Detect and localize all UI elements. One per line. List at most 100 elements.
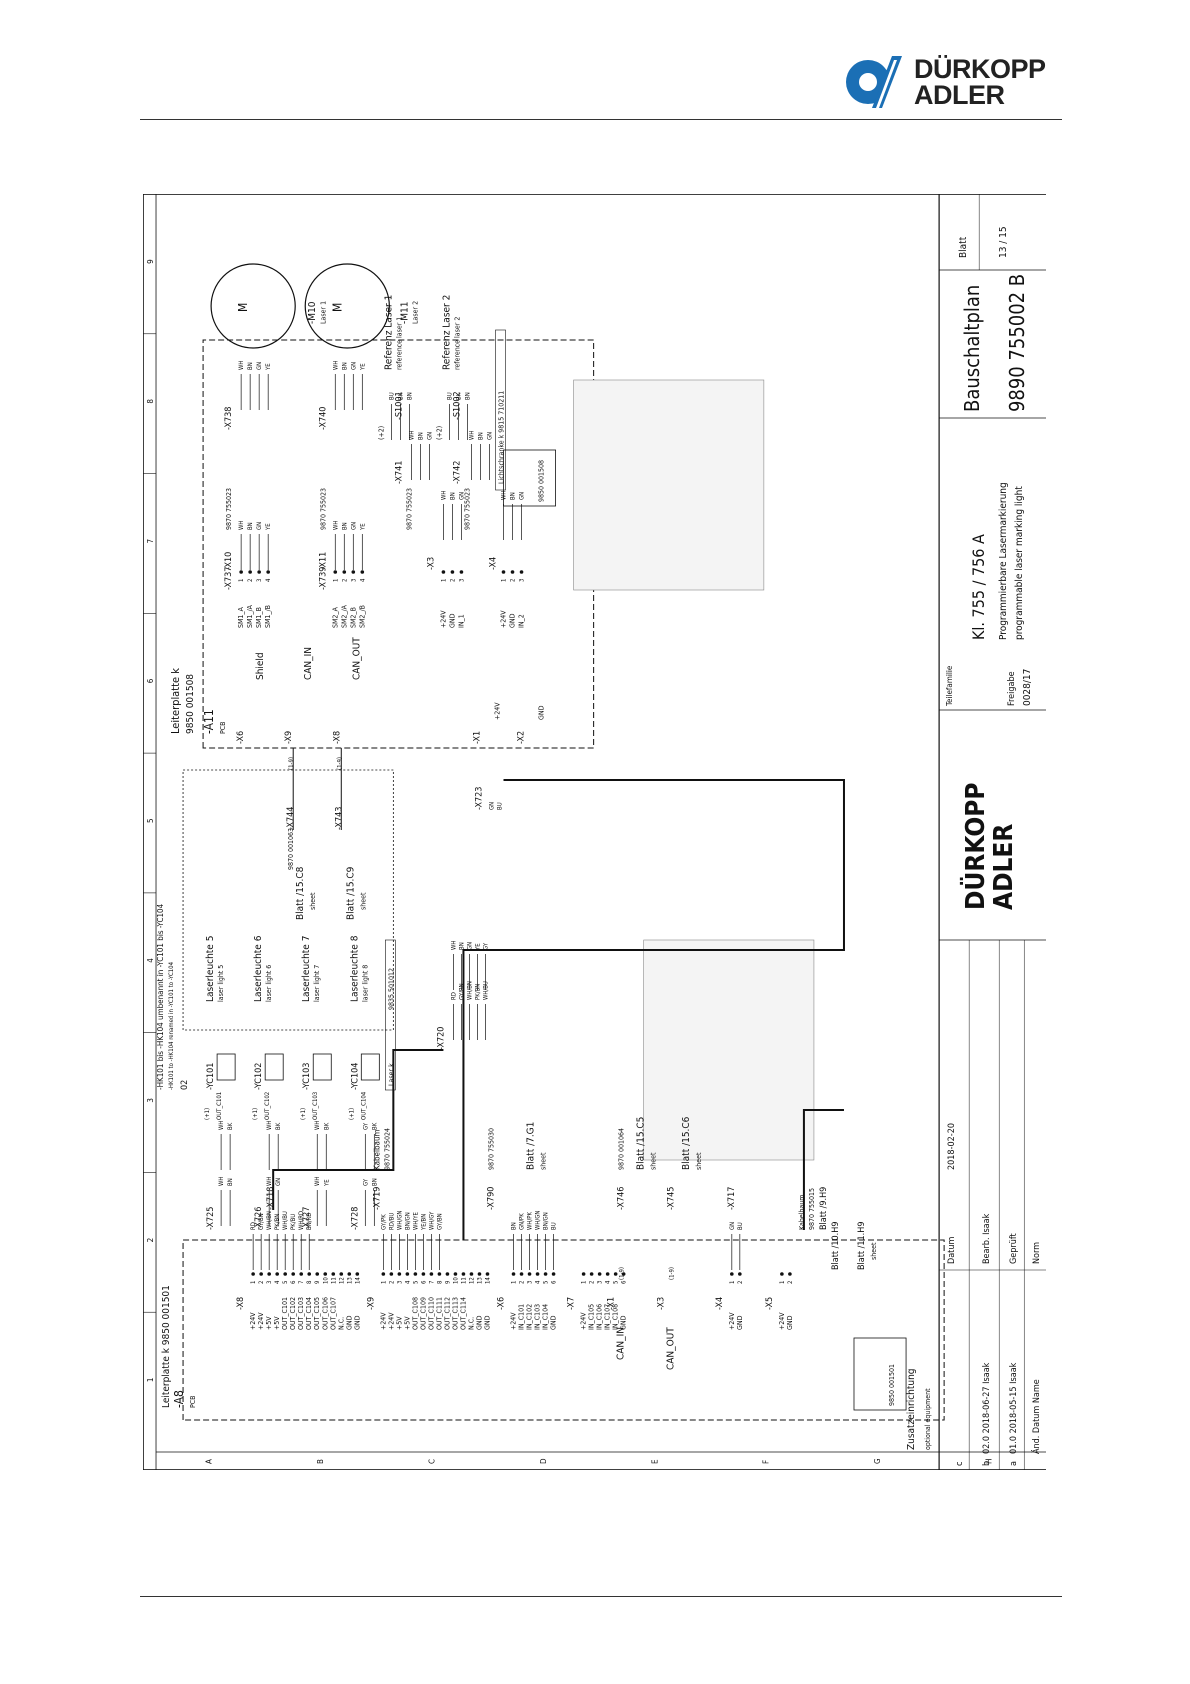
- x790-color-1: BN: [511, 1222, 518, 1230]
- motor-section: M -M10 Laser 1 M -M11 Laser 2 -X737 -X73…: [210, 263, 419, 590]
- motor-m10-m: M: [236, 303, 250, 312]
- a11-x10-pin-dot-3: [257, 570, 261, 574]
- x742-color-1: WH: [468, 431, 475, 440]
- a8-kabelbaum: Kabelbaum: [798, 1195, 806, 1230]
- laser-5-xw-color-2: BN: [227, 1178, 234, 1186]
- x717-color-2: BU: [737, 1222, 744, 1230]
- x719-color-5: WH/YE: [412, 1211, 419, 1230]
- motor-m11-m: M: [330, 303, 344, 312]
- a11-x4-pin-1: +24V: [500, 610, 508, 628]
- a8-x7-pinno-5: 5: [613, 1281, 620, 1284]
- a11-x1-24v: +24V: [493, 702, 501, 720]
- drawing-number: 9890 755002 B: [1005, 274, 1029, 412]
- x723-gn: GN: [488, 802, 495, 810]
- norm-label: Norm: [1032, 1242, 1042, 1264]
- motor-cable-2: 9870 755023: [319, 488, 327, 530]
- a8-x4-pin-1: +24V: [728, 1312, 736, 1330]
- a8-x9-pin-dot-10: [453, 1272, 458, 1276]
- a8-x6-pin-2: IN_C101: [518, 1304, 526, 1330]
- a8-x8-pin-10: OUT_C106: [321, 1297, 329, 1330]
- a8-range-2: (1-9): [669, 1267, 676, 1280]
- x720-side-color-5: GY: [482, 942, 489, 950]
- a8-x9-pin-dot-9: [445, 1272, 450, 1276]
- a8-x9-pinno-12: 12: [468, 1277, 475, 1284]
- a11-x11-pinno-4: 4: [359, 578, 366, 582]
- a11-x4-pinno-1: 1: [501, 579, 508, 582]
- col-number-4: 4: [146, 958, 155, 963]
- a8-x7-pin-6: GND: [620, 1315, 628, 1330]
- x739-color-4: YE: [359, 523, 366, 531]
- laser-5-xw-color-1: WH: [218, 1177, 225, 1186]
- description-en: programmable laser marking light: [1014, 486, 1025, 640]
- a8-x6-pinno-2: 2: [519, 1281, 526, 1284]
- a8-x7-pin-1: +24V: [580, 1312, 588, 1330]
- a8-x8-pin-2: +24V: [257, 1312, 265, 1330]
- a8-x7-pinno-3: 3: [597, 1281, 604, 1284]
- row-letter-B: B: [316, 1459, 325, 1464]
- a8-x6-pinno-6: 6: [551, 1280, 558, 1284]
- x3-ref-color-1: WH: [440, 491, 447, 500]
- routing-line-lasers: [272, 1049, 444, 1211]
- x718-color-5: WH/BU: [282, 1211, 289, 1230]
- laser-8-symbol-icon: [360, 1053, 380, 1081]
- ref-cable-2: 9870 755023: [463, 488, 471, 530]
- a8-x4-pin-2: GND: [736, 1315, 744, 1330]
- a8-x4-pin-dot-2: [738, 1272, 742, 1276]
- a8-x9-pinno-9: 9: [444, 1280, 451, 1284]
- a8-x7-pin-dot-2: [589, 1272, 594, 1276]
- cab746: 9870 001064: [618, 1128, 626, 1170]
- a11-x4-pin-dot-2: [510, 570, 515, 574]
- laser-6-yc: -YC102: [254, 1063, 264, 1090]
- a11-label: Leiterplatte k: [169, 668, 182, 734]
- laser-6-xw-color-1: WH: [266, 1177, 273, 1186]
- laser-7-pair-color-2: BK: [323, 1122, 330, 1130]
- a8-x8-pinno-1: 1: [250, 1281, 257, 1284]
- freigabe-label: Freigabe: [1007, 671, 1017, 706]
- a8-x9-pinno-4: 4: [404, 1280, 411, 1284]
- a8-x5-pin-dot-1: [780, 1272, 784, 1276]
- laser-5-en: laser light 5: [217, 965, 225, 1002]
- laser-7-symbol-icon: [312, 1053, 332, 1081]
- x737-color-2: BN: [247, 522, 254, 530]
- motor-m10-id: -M10: [307, 301, 318, 324]
- bearb-label: Bearb. Isaak: [982, 1213, 992, 1264]
- a11-x11-pin-dot-3: [351, 570, 356, 574]
- mid-sheet-1: sheet: [309, 892, 317, 910]
- col-number-2: 2: [146, 1238, 155, 1243]
- a8-x8-pin-13: GND: [345, 1315, 353, 1330]
- datum-label: Datum: [947, 1237, 957, 1264]
- a11-x3-pin-dot-2: [450, 570, 455, 574]
- a11-x3-pinno-1: 1: [440, 579, 447, 582]
- a8-x9-pinno-6: 6: [420, 1280, 427, 1284]
- x723: -X723: [474, 787, 484, 810]
- rev-c: c: [955, 1462, 965, 1466]
- rev-b-text: 02.0 2018-06-27 Isaak: [982, 1362, 992, 1454]
- a8-x8-pin-5: OUT_C101: [281, 1297, 289, 1330]
- a8-x9-pin-13: GND: [475, 1315, 483, 1330]
- col-number-8: 8: [146, 399, 155, 404]
- a8-x6-pinno-5: 5: [543, 1281, 550, 1284]
- a11-x11-pinno-3: 3: [350, 579, 357, 582]
- x737: -X737: [224, 567, 234, 590]
- x718-color-2: GY/BN: [258, 1213, 265, 1230]
- x742-color-2: BN: [477, 432, 484, 440]
- a8-x9-pin-dot-8: [437, 1272, 442, 1276]
- laser-7-en: laser light 7: [313, 965, 321, 1002]
- x718-color-4: PK/BN: [274, 1214, 281, 1230]
- x790-color-4: WH/GN: [535, 1211, 542, 1230]
- a11-x4-pin-2: GND: [509, 613, 517, 628]
- drawing-frame: [143, 194, 1046, 1470]
- a8-x8-pin-dot-7: [299, 1272, 304, 1276]
- a8-x6-pin-dot-5: [543, 1272, 548, 1276]
- blatt745: Blatt /15.C6: [681, 1116, 692, 1170]
- a8-x7-pin-dot-1: [581, 1272, 586, 1276]
- laser-note-de: -HK101 bis -HK104 umbenannt in -YC101 bi…: [156, 903, 165, 1090]
- row-letter-G: G: [873, 1458, 882, 1464]
- a8-x9-pin-10: OUT_C113: [451, 1297, 459, 1330]
- x741: -X741: [394, 461, 404, 484]
- x723-bu: BU: [496, 802, 503, 810]
- a11-x2-gnd: GND: [538, 705, 546, 720]
- cab790: 9870 755030: [487, 1128, 495, 1170]
- row-letter-C: C: [428, 1459, 437, 1464]
- a8-x9-pin-12: N.C.: [467, 1317, 475, 1330]
